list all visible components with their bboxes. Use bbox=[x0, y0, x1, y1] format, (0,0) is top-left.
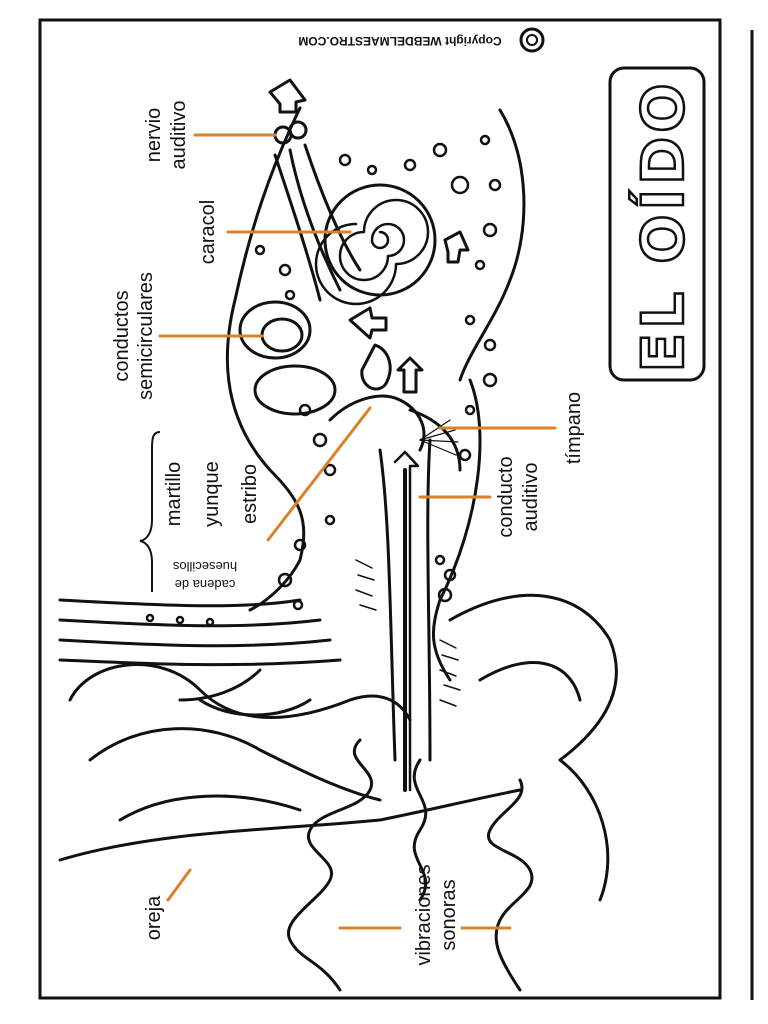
label-cadena-2: huesecillos bbox=[172, 559, 237, 574]
title-box bbox=[608, 66, 706, 382]
page-border bbox=[38, 18, 722, 1000]
label-estribo: estribo bbox=[239, 464, 261, 524]
copyright-mark: Copyright WEBDELMAESTRO.COM bbox=[298, 27, 545, 53]
ear-illustration bbox=[58, 78, 618, 992]
label-martillo: martillo bbox=[163, 462, 185, 526]
label-conducto-1: conducto bbox=[495, 456, 517, 537]
canal-arrow-icon bbox=[348, 306, 388, 340]
nerve-arrow-icon bbox=[268, 78, 307, 114]
inner-contour bbox=[458, 108, 526, 382]
label-yunque: yunque bbox=[201, 461, 223, 527]
label-caracol: caracol bbox=[197, 200, 219, 264]
label-cadena-1: cadena de bbox=[175, 577, 236, 592]
label-conductos-2: semicirculares bbox=[135, 272, 157, 400]
copyright-text: Copyright WEBDELMAESTRO.COM bbox=[298, 34, 501, 48]
label-vibraciones-2: sonoras bbox=[438, 879, 460, 950]
label-nervio-1: nervio bbox=[143, 108, 165, 162]
cochlea-arrow-icon bbox=[443, 230, 470, 264]
label-oreja: oreja bbox=[143, 895, 165, 940]
label-conductos-1: conductos bbox=[111, 290, 133, 381]
label-nervio-2: auditivo bbox=[168, 101, 190, 170]
label-conducto-2: auditivo bbox=[520, 463, 542, 532]
leader-cadena bbox=[266, 406, 372, 542]
page-title: EL OÍDO bbox=[628, 79, 697, 372]
brace-huesecillos bbox=[139, 431, 161, 592]
stirrup-arrow-icon bbox=[396, 356, 424, 394]
label-timpano: tímpano bbox=[563, 392, 585, 464]
leader-oreja bbox=[166, 868, 192, 902]
tissue-dots bbox=[145, 134, 502, 627]
skull-contour bbox=[225, 106, 306, 612]
label-vibraciones-1: vibraciones bbox=[413, 864, 435, 965]
ear-canal-wall bbox=[378, 448, 397, 762]
leader-lines bbox=[158, 133, 557, 930]
labels: nervio auditivo caracol conductos semici… bbox=[111, 101, 585, 966]
